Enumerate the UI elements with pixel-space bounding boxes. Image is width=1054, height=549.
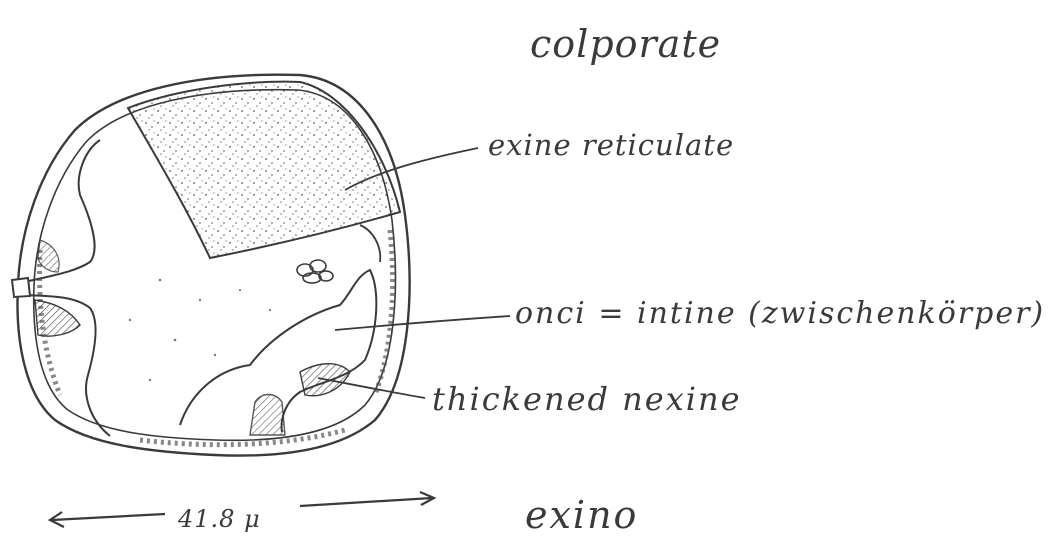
granule-cluster (297, 260, 333, 283)
label-thickened-nexine: thickened nexine (432, 380, 742, 418)
label-exino: exino (525, 493, 638, 537)
right-colpus-notch (360, 225, 380, 262)
label-exine-reticulate: exine reticulate (488, 128, 734, 162)
label-onci-intine: onci = intine (zwischenkörper) (515, 296, 1045, 331)
label-scale-measure: 41.8 μ (178, 505, 261, 533)
reticulate-exine-patch (128, 82, 400, 258)
left-pore-plug (12, 278, 30, 297)
label-colporate: colporate (530, 22, 721, 66)
lower-pore-thickening (250, 395, 285, 436)
left-upper-thickening (38, 240, 59, 272)
left-nexine-thickening (35, 300, 80, 336)
leader-onci-intine (335, 316, 510, 330)
